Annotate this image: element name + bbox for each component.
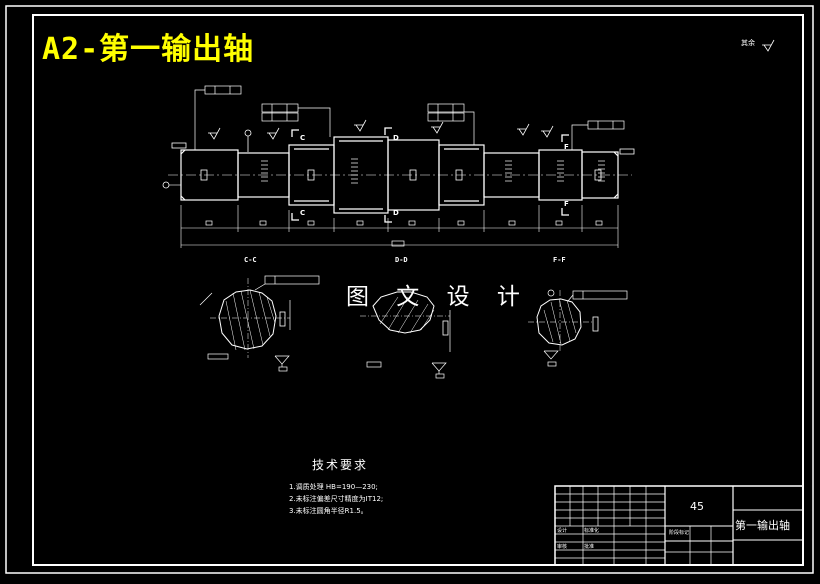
- title-block: [554, 485, 804, 566]
- shaft-view: [162, 39, 775, 248]
- rough-note: 其余: [741, 39, 755, 47]
- tech-note-3: 3.未标注圆角半径R1.5。: [289, 507, 368, 515]
- svg-text:C: C: [300, 209, 305, 217]
- outer-frame: [5, 5, 814, 574]
- svg-text:C: C: [300, 134, 305, 142]
- svg-text:F: F: [564, 200, 569, 208]
- tech-requirements-heading: 技术要求: [312, 458, 369, 472]
- title-block-scale: 45: [690, 500, 704, 513]
- title-block-label-approve: 批准: [584, 544, 595, 550]
- title-block-part-name: 第一输出轴: [735, 519, 790, 532]
- tech-note-1: 1.调质处理 HB=190—230;: [289, 483, 378, 491]
- section-label-cc: C-C: [244, 256, 257, 264]
- inner-frame: [32, 14, 804, 566]
- section-views: [199, 275, 628, 379]
- svg-text:F: F: [564, 143, 569, 151]
- svg-text:D: D: [393, 134, 399, 142]
- drawing-title: A2-第一输出轴: [42, 32, 255, 67]
- section-label-ff: F-F: [553, 256, 566, 264]
- title-block-label-design: 设计: [557, 528, 568, 534]
- title-block-label-review: 审核: [557, 544, 568, 550]
- watermark-text: 图 文 设 计: [346, 284, 530, 310]
- title-block-label-standard: 标准化: [584, 528, 600, 534]
- section-label-dd: D-D: [395, 256, 408, 264]
- svg-text:D: D: [393, 209, 399, 217]
- title-block-label-stage: 阶段标记: [669, 530, 690, 536]
- tech-note-2: 2.未标注偏差尺寸精度为IT12;: [289, 495, 384, 503]
- section-letters: C C D D F F: [300, 134, 569, 217]
